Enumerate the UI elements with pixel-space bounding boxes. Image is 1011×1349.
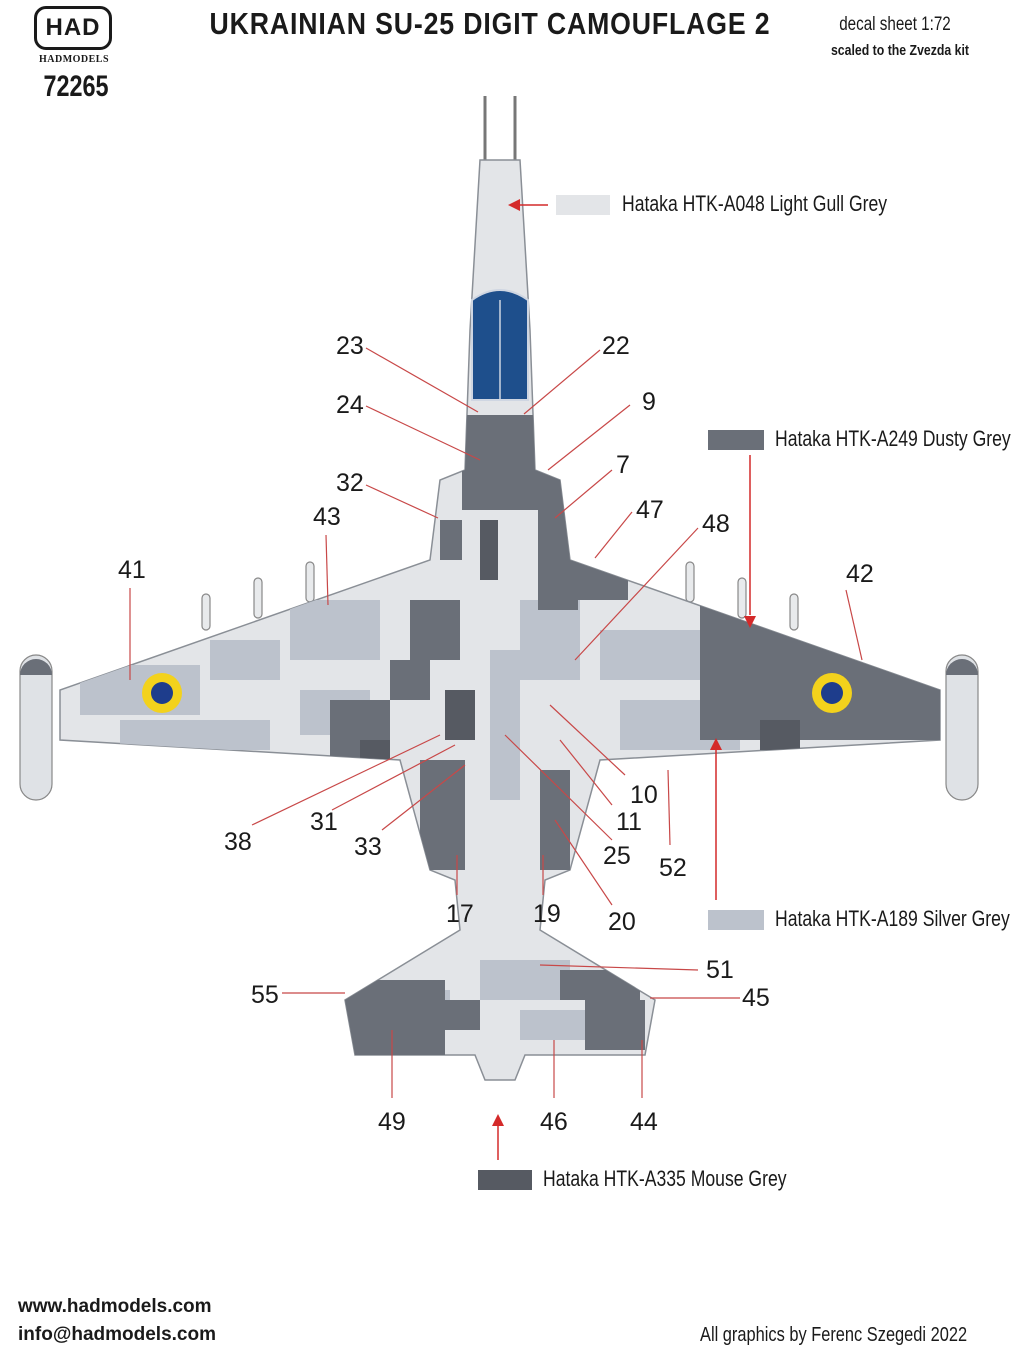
callout-numbers: 23 22 24 9 7 32 47 43 48 41 42 10 11 38 … — [118, 332, 874, 1136]
callout-23: 23 — [336, 332, 364, 360]
callout-25: 25 — [603, 842, 631, 870]
brand-name: HADMODELS — [38, 54, 110, 65]
callout-49: 49 — [378, 1108, 406, 1136]
kit-note: scaled to the Zvezda kit — [830, 42, 970, 59]
callout-55: 55 — [251, 981, 279, 1009]
callout-11: 11 — [616, 808, 642, 836]
roundel-left — [142, 673, 182, 713]
callout-42: 42 — [846, 560, 874, 588]
callout-38: 38 — [224, 828, 252, 856]
callout-48: 48 — [702, 510, 730, 538]
color-label-mouse-grey: Hataka HTK-A335 Mouse Grey — [543, 1166, 787, 1191]
callout-41: 41 — [118, 556, 146, 584]
color-label-dusty-grey: Hataka HTK-A249 Dusty Grey — [775, 426, 1011, 451]
sheet-title: UKRAINIAN SU-25 DIGIT CAMOUFLAGE 2 — [209, 6, 771, 41]
callout-9: 9 — [642, 388, 656, 416]
color-pointer-arrows — [492, 199, 756, 1160]
callout-52: 52 — [659, 854, 687, 882]
credit-text: All graphics by Ferenc Szegedi 2022 — [700, 1324, 968, 1346]
website-text: www.hadmodels.com — [18, 1296, 212, 1317]
callout-45: 45 — [742, 984, 770, 1012]
color-swatch-mouse-grey — [478, 1170, 532, 1190]
wing-stores — [19, 561, 979, 801]
roundel-right — [812, 673, 852, 713]
callout-7: 7 — [616, 451, 630, 479]
email-text: info@hadmodels.com — [18, 1324, 216, 1345]
color-swatch-silver-grey — [708, 910, 764, 930]
callout-32: 32 — [336, 469, 364, 497]
callout-20: 20 — [608, 908, 636, 936]
callout-leaders — [129, 347, 863, 1098]
callout-44: 44 — [630, 1108, 658, 1136]
brand-logo: HAD — [34, 6, 112, 50]
color-swatch-light-gull-grey — [556, 195, 610, 215]
scale-text: decal sheet 1:72 — [839, 14, 951, 35]
callout-31: 31 — [310, 808, 338, 836]
callout-24: 24 — [336, 391, 364, 419]
color-label-light-gull-grey: Hataka HTK-A048 Light Gull Grey — [622, 191, 888, 216]
callout-17: 17 — [446, 900, 474, 928]
callout-19: 19 — [533, 900, 561, 928]
callout-22: 22 — [602, 332, 630, 360]
callout-51: 51 — [706, 956, 734, 984]
cockpit-canopy — [471, 289, 529, 401]
callout-33: 33 — [354, 833, 382, 861]
color-swatch-dusty-grey — [708, 430, 764, 450]
pitot-probes — [483, 96, 517, 170]
color-label-silver-grey: Hataka HTK-A189 Silver Grey — [775, 906, 1010, 931]
callout-43: 43 — [313, 503, 341, 531]
catalog-number: 72265 — [43, 70, 109, 103]
callout-46: 46 — [540, 1108, 568, 1136]
callout-47: 47 — [636, 496, 664, 524]
callout-10: 10 — [630, 781, 658, 809]
